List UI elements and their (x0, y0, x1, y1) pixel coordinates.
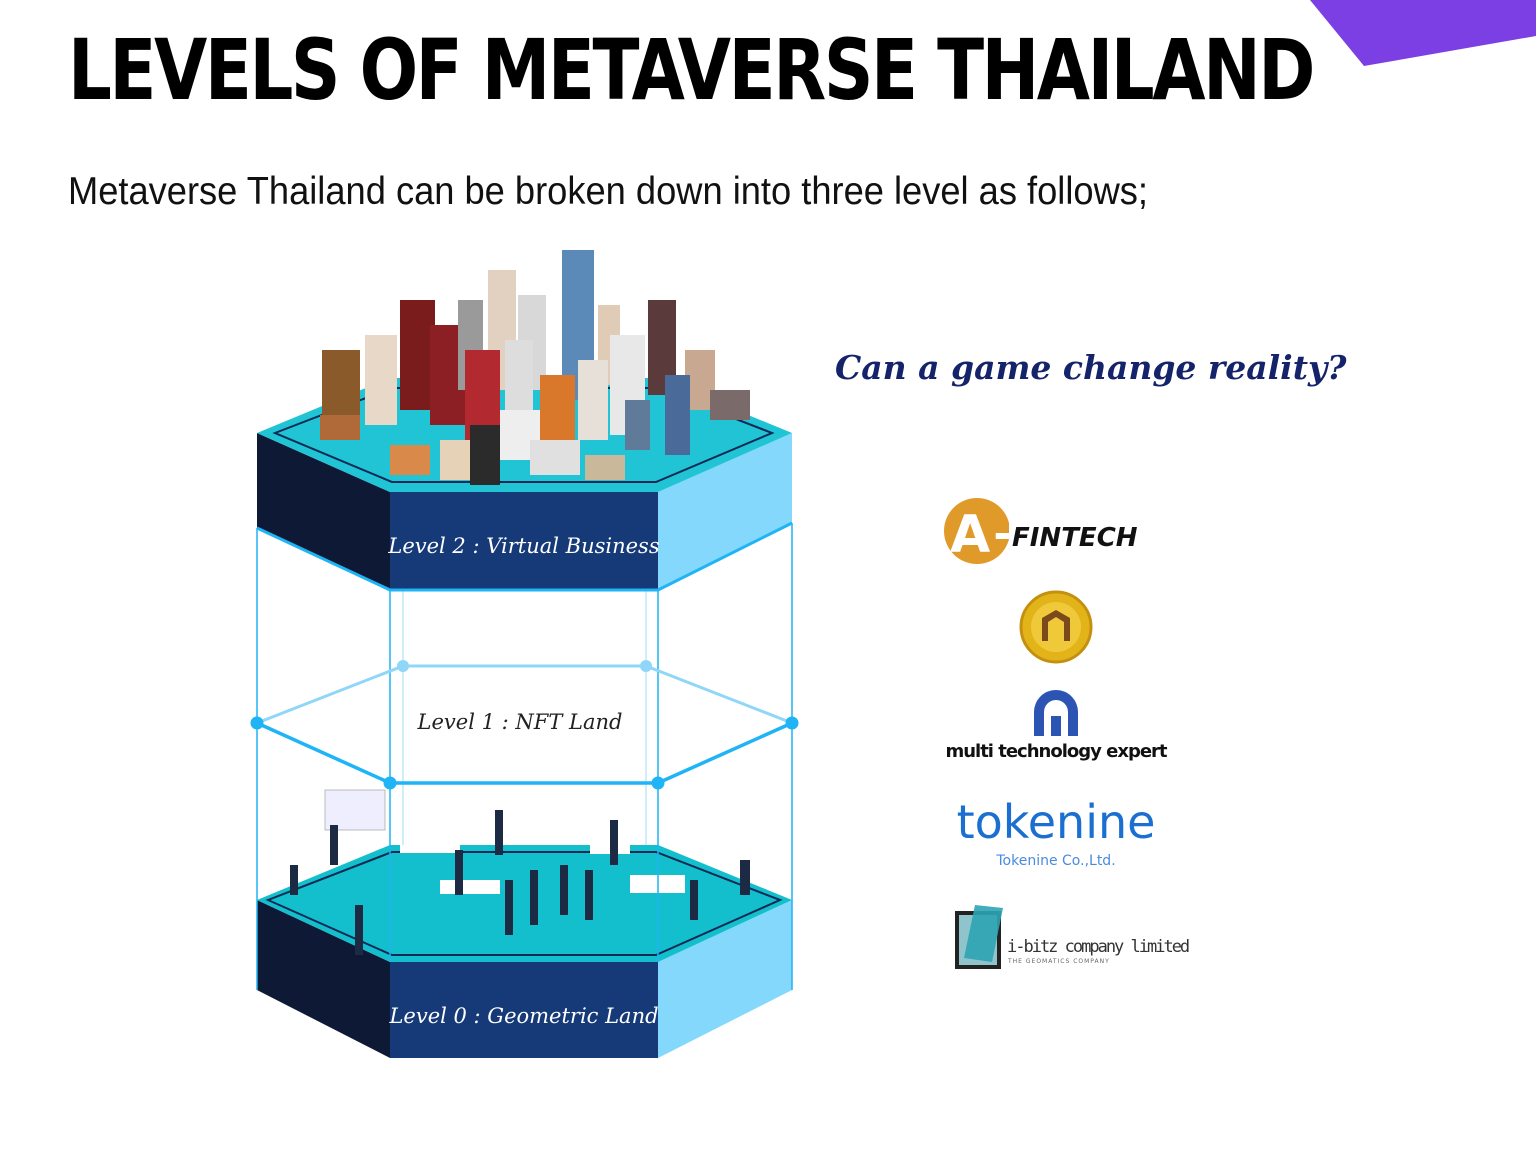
slide-subtitle: Metaverse Thailand can be broken down in… (68, 170, 1148, 213)
ibitz-logo-text: i-bitz company limited (1007, 937, 1189, 957)
level-2-label: Level 2 : Virtual Business (387, 534, 659, 558)
tokenine-logo: tokenine Tokenine Co.,Ltd. (957, 795, 1156, 869)
slide-title: LEVELS OF METAVERSE THAILAND (68, 21, 1315, 119)
ibitz-logo-subtext: THE GEOMATICS COMPANY (1007, 958, 1110, 965)
level-2-block (256, 250, 793, 592)
level-1-wireframe (250, 523, 799, 990)
mvp-coin-logo (1019, 590, 1093, 664)
fintech-logo: A+ FINTECH (944, 498, 1138, 565)
ibitz-logo: i-bitz company limited THE GEOMATICS COM… (955, 905, 1191, 969)
fintech-logo-mark: A+ (950, 505, 1034, 565)
multi-technology-expert-logo: multi technology expert (945, 690, 1169, 762)
level-1-label: Level 1 : NFT Land (417, 710, 623, 734)
multi-tech-logo-text: multi technology expert (945, 741, 1167, 762)
level-0-label: Level 0 : Geometric Land (388, 1004, 658, 1028)
accent-corner-shape (1310, 0, 1536, 66)
tokenine-logo-text: tokenine (957, 795, 1156, 849)
city-skyline-illustration (320, 250, 750, 485)
tagline: Can a game change reality? (835, 348, 1347, 387)
fintech-logo-text: FINTECH (1012, 523, 1138, 553)
tokenine-logo-subtext: Tokenine Co.,Ltd. (995, 853, 1115, 869)
